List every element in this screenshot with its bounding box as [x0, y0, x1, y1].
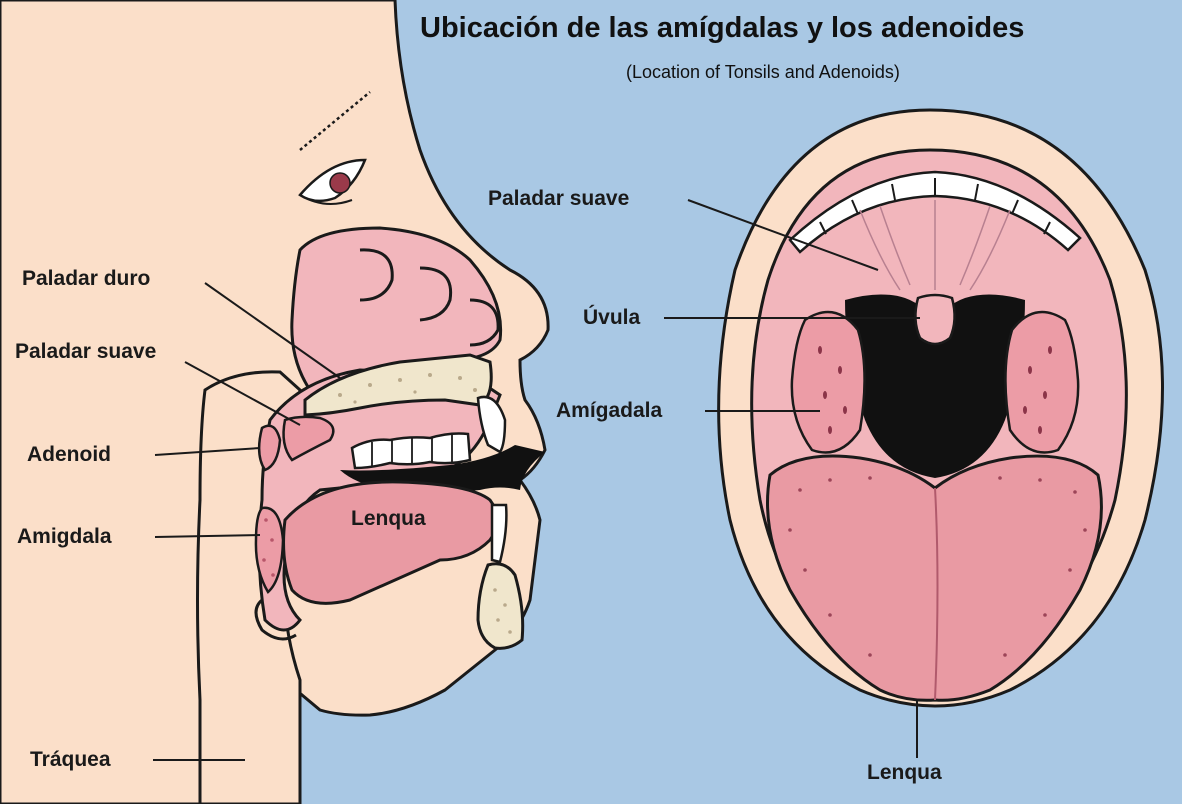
- label-adenoid: Adenoid: [27, 444, 111, 465]
- label-hard-palate: Paladar duro: [22, 268, 150, 289]
- uvula: [915, 295, 954, 344]
- label-tongue-side: Lenqua: [351, 508, 426, 529]
- label-uvula: Úvula: [583, 307, 640, 328]
- mandible-bone: [478, 564, 523, 649]
- label-soft-palate-front: Paladar suave: [488, 188, 629, 209]
- label-trachea: Tráquea: [30, 749, 111, 770]
- diagram-subtitle: (Location of Tonsils and Adenoids): [626, 62, 900, 83]
- label-tonsil-side: Amigdala: [17, 526, 112, 547]
- diagram-title: Ubicación de las amígdalas y los adenoid…: [420, 12, 1024, 45]
- label-tongue-front: Lenqua: [867, 762, 942, 783]
- label-soft-palate-side: Paladar suave: [15, 341, 156, 362]
- front-view-mouth: [719, 110, 1163, 706]
- label-tonsil-front: Amígadala: [556, 400, 662, 421]
